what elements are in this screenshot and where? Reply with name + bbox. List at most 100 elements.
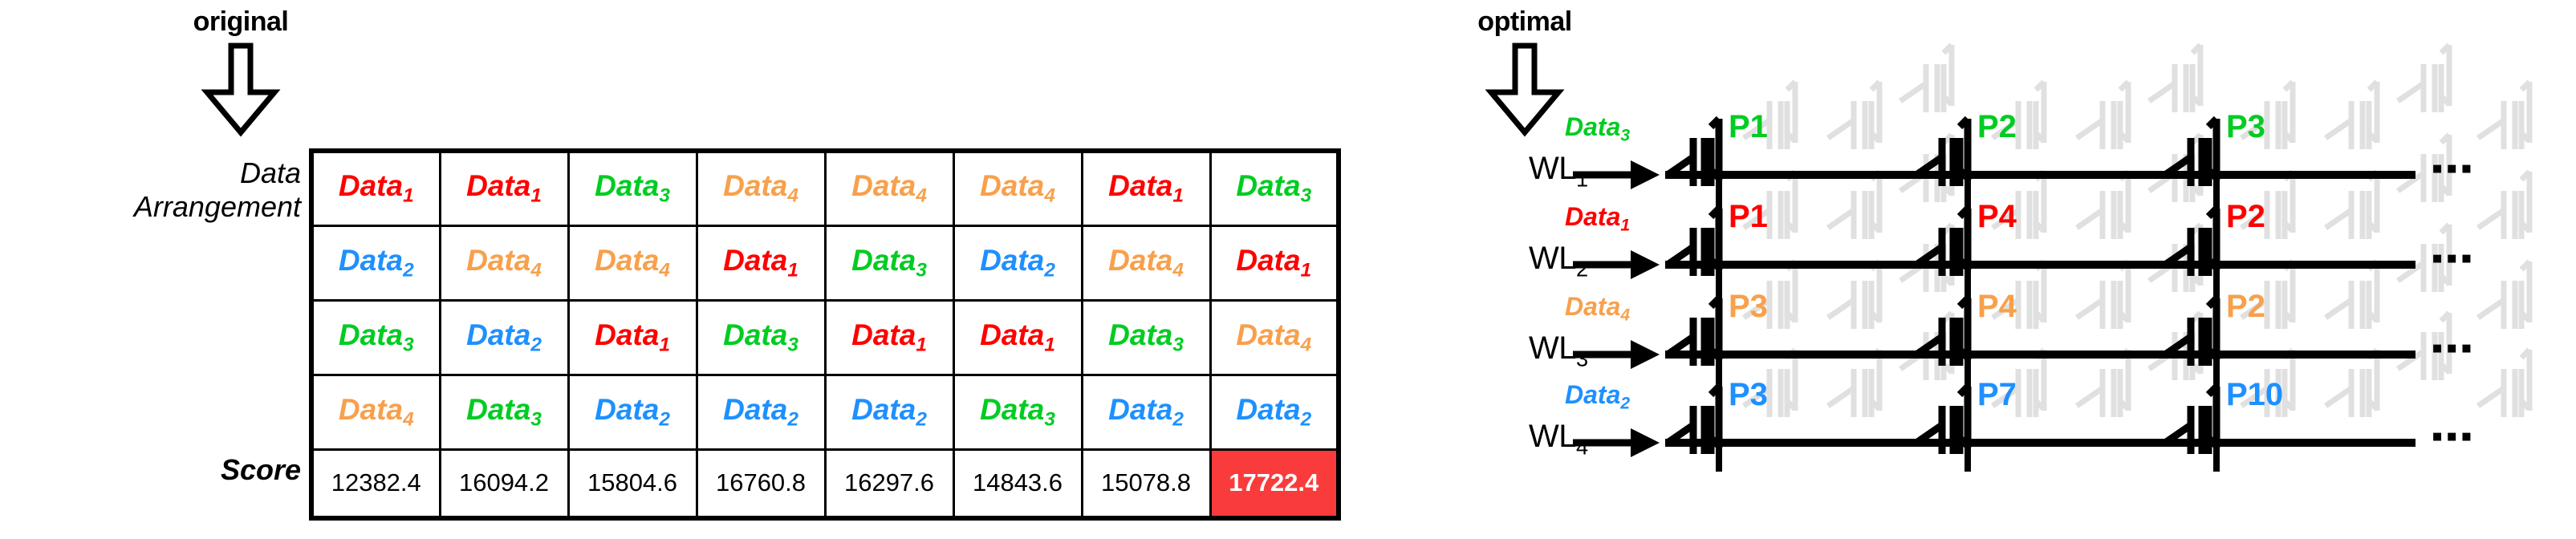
data-cell[interactable]: Data2 (695, 373, 827, 451)
data-cell[interactable]: Data2 (1080, 373, 1212, 451)
data-cell-label: Data1 (723, 243, 798, 281)
data-cell-label: Data1 (1236, 243, 1312, 281)
row-label-line-1: Data (239, 156, 301, 189)
data-cell-label: Data2 (851, 392, 927, 430)
data-cell[interactable]: Data3 (952, 373, 1083, 451)
data-cell-label: Data2 (980, 243, 1055, 281)
data-cell[interactable]: Data3 (310, 298, 441, 376)
data-cell-index: 2 (1044, 258, 1055, 281)
data-cell[interactable]: Data1 (1209, 224, 1340, 302)
data-cell[interactable]: Data1 (1080, 149, 1212, 227)
score-cell[interactable]: 16094.2 (438, 448, 570, 520)
data-cell[interactable]: Data2 (438, 298, 570, 376)
ghost-flash-cell (2075, 169, 2131, 239)
data-cell-label: Data1 (851, 318, 927, 355)
cell-state-label: P2 (2226, 289, 2265, 324)
wordline-connector-arrows (1573, 160, 1660, 457)
wordline-data-tag-base: Data1 (1565, 202, 1631, 235)
data-cell-index: 2 (1172, 407, 1184, 430)
data-cell[interactable]: Data4 (1080, 224, 1212, 302)
flash-cell (1914, 383, 1972, 454)
data-cell[interactable]: Data3 (567, 149, 698, 227)
data-cell[interactable]: Data2 (952, 224, 1083, 302)
row-ellipsis: ▪▪▪ (2432, 241, 2476, 276)
flash-cell (2163, 116, 2220, 186)
wordline-label: WL1 (1529, 151, 1588, 192)
data-cell[interactable]: Data1 (695, 224, 827, 302)
data-cell[interactable]: Data2 (310, 224, 441, 302)
data-cell[interactable]: Data1 (952, 298, 1083, 376)
flash-cell (1665, 383, 1723, 454)
data-cell-index: 2 (403, 258, 414, 281)
flash-cell (2163, 205, 2220, 276)
data-cell-label: Data2 (1108, 392, 1184, 430)
data-cell-label: Data3 (980, 392, 1055, 430)
data-cell[interactable]: Data3 (438, 373, 570, 451)
wordline-data-tag: Data3 (1565, 114, 1630, 144)
wordline-data-tag-index: 4 (1620, 306, 1631, 325)
data-cell[interactable]: Data3 (695, 298, 827, 376)
data-cell[interactable]: Data1 (823, 298, 955, 376)
wordline-label: WL3 (1529, 330, 1588, 372)
flash-cell (1914, 116, 1972, 186)
ghost-flash-cell (1742, 79, 1798, 149)
data-cell-index: 3 (530, 407, 542, 430)
data-cell-label: Data4 (595, 243, 670, 281)
data-cell[interactable]: Data1 (438, 149, 570, 227)
data-cell[interactable]: Data3 (823, 224, 955, 302)
flash-cell (2163, 383, 2220, 454)
data-cell[interactable]: Data3 (1080, 298, 1212, 376)
cell-state-label: P3 (1729, 289, 1768, 324)
ghost-flash-cell (2147, 43, 2204, 112)
cell-state-label: P2 (1977, 109, 2017, 144)
wordline-data-tag-base: Data3 (1565, 112, 1631, 145)
data-cell-label: Data3 (723, 318, 798, 355)
ghost-flash-cell (2240, 259, 2296, 329)
score-cell[interactable]: 12382.4 (310, 448, 441, 520)
data-cell-label: Data3 (1108, 318, 1184, 355)
data-cell-index: 3 (787, 333, 798, 355)
data-cell[interactable]: Data1 (310, 149, 441, 227)
data-cell[interactable]: Data4 (823, 149, 955, 227)
wordline-data-tag: Data1 (1565, 204, 1630, 233)
table-row: Data2 Data4 Data4 Data1 Data3 Data2 Data4 Data1 (310, 224, 1340, 302)
score-cell[interactable]: 14843.6 (952, 448, 1083, 520)
score-cell[interactable]: 16760.8 (695, 448, 827, 520)
data-cell[interactable]: Data2 (1209, 373, 1340, 451)
data-cell-label: Data4 (1108, 243, 1184, 281)
data-cell[interactable]: Data4 (1209, 298, 1340, 376)
data-cell-index: 4 (787, 184, 798, 207)
data-cell[interactable]: Data3 (1209, 149, 1340, 227)
ghost-flash-cell (2324, 259, 2380, 329)
ghost-flash-cell (2396, 43, 2452, 112)
ghost-flash-cell (2240, 169, 2296, 239)
wordline-label-index: 4 (1576, 434, 1588, 460)
data-cell[interactable]: Data1 (567, 298, 698, 376)
ghost-flash-cell (1991, 259, 2047, 329)
data-cell-label: Data2 (338, 243, 414, 281)
data-cell-label: Data4 (980, 169, 1055, 207)
data-cell-label: Data2 (466, 318, 542, 355)
flash-cell (1665, 295, 1723, 366)
data-cell-index: 4 (659, 258, 670, 281)
data-cell[interactable]: Data4 (310, 373, 441, 451)
data-cell[interactable]: Data4 (695, 149, 827, 227)
data-cell-label: Data1 (466, 169, 542, 207)
ghost-flash-cell (2476, 79, 2533, 149)
score-cell-best[interactable]: 17722.4 (1209, 448, 1340, 520)
score-cell[interactable]: 16297.6 (823, 448, 955, 520)
cell-state-label: P3 (2226, 109, 2265, 144)
score-cell[interactable]: 15804.6 (567, 448, 698, 520)
data-cell-index: 1 (530, 184, 542, 207)
data-cell[interactable]: Data4 (567, 224, 698, 302)
data-cell-index: 3 (1300, 184, 1312, 207)
data-cell[interactable]: Data4 (952, 149, 1083, 227)
data-cell[interactable]: Data2 (823, 373, 955, 451)
data-cell[interactable]: Data2 (567, 373, 698, 451)
data-cell[interactable]: Data4 (438, 224, 570, 302)
score-cell[interactable]: 15078.8 (1080, 448, 1212, 520)
